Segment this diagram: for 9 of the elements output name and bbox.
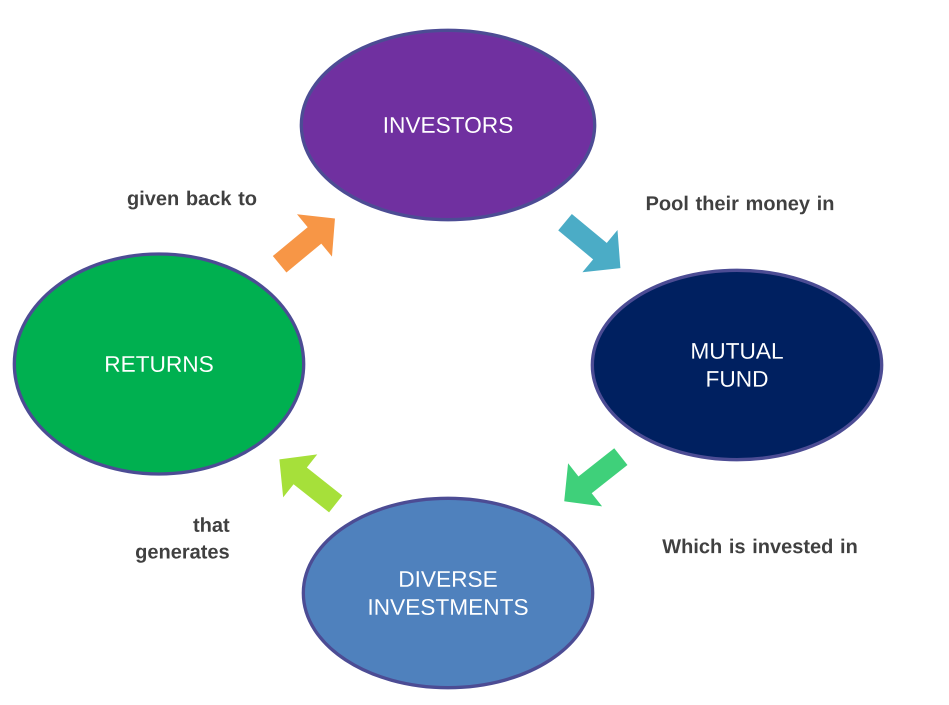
edge-label: Which is invested in: [662, 538, 857, 554]
edge-label: Pool their money in: [646, 196, 834, 214]
ellipse-node: MUTUAL FUND: [590, 268, 884, 462]
edge-label: that generates: [136, 517, 230, 563]
ellipse-node: DIVERSE INVESTMENTS: [302, 496, 594, 690]
arrow: [272, 214, 335, 272]
ellipse-node: INVESTORS: [300, 28, 596, 222]
edge-label: given back to: [128, 190, 256, 210]
ellipse-node: RETURNS: [12, 252, 306, 476]
